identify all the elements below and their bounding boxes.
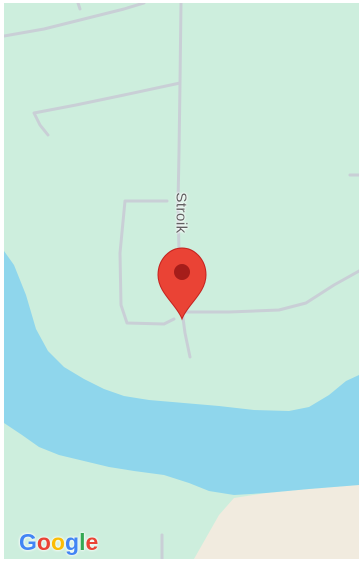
google-logo-letter: o (50, 529, 66, 555)
road-top-spur (76, 3, 82, 11)
river (4, 251, 359, 495)
google-logo-letter: g (65, 529, 80, 555)
map-pin-icon[interactable] (157, 247, 207, 321)
road-loop (118, 199, 176, 326)
map-viewport[interactable]: Stroik Google (4, 3, 359, 559)
map-pin-dot (174, 264, 190, 280)
map-canvas[interactable] (4, 3, 359, 559)
google-logo-letter: o (36, 529, 51, 555)
street-label: Stroik (172, 192, 190, 234)
road-west-branch (32, 81, 182, 137)
road-main-vertical (176, 3, 192, 359)
sand-area (194, 485, 359, 559)
road-top-left (4, 3, 146, 38)
google-logo-letter: e (85, 529, 99, 555)
road-east (179, 269, 359, 314)
google-logo-letter: l (79, 529, 86, 555)
google-logo-letter: G (19, 529, 37, 555)
google-logo: Google (19, 529, 98, 555)
